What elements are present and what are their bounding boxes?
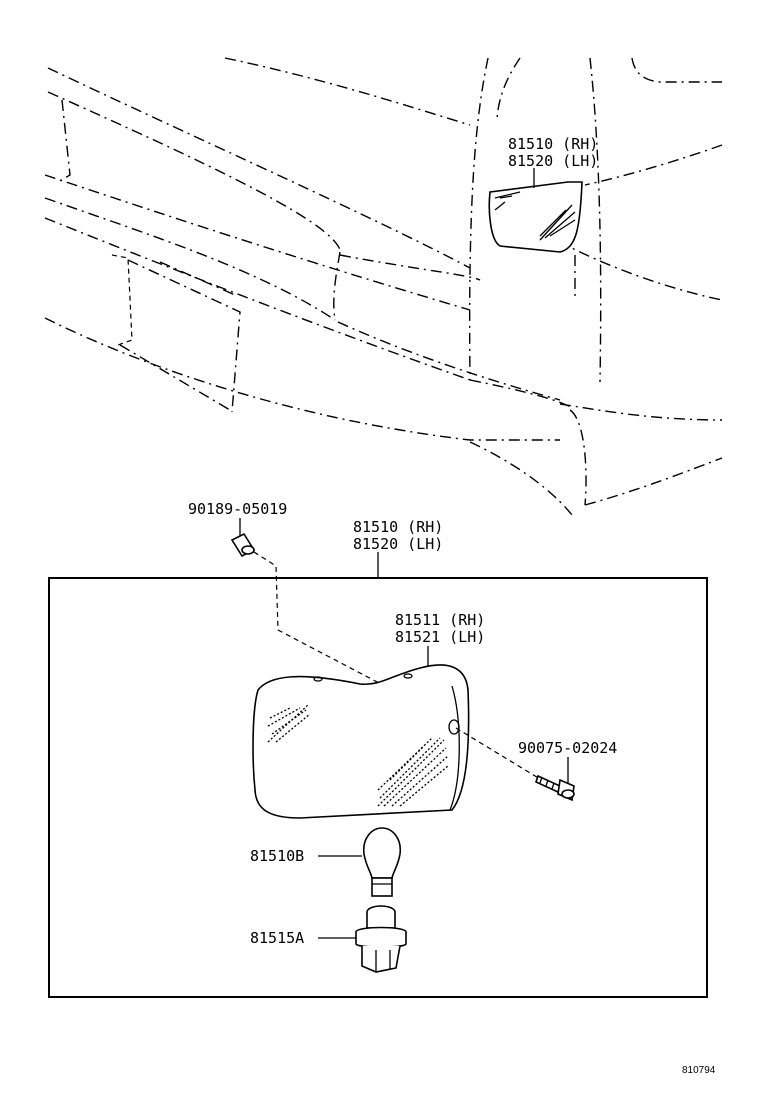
screw-part: [535, 774, 575, 802]
upper-lamp-rh-label: 81510 (RH): [508, 135, 598, 153]
assembly-lh-label: 81520 (LH): [353, 535, 443, 553]
socket-part: [355, 905, 407, 973]
diagram-code: 810794: [682, 1065, 716, 1076]
clip-part-label: 90189-05019: [188, 500, 287, 518]
lens-rh-label: 81511 (RH): [395, 611, 485, 629]
vehicle-body-outline: [44, 57, 723, 516]
bulb-part: [362, 827, 402, 897]
socket-part-label: 81515A: [250, 929, 304, 947]
screw-part-label: 90075-02024: [518, 739, 617, 757]
upper-lamp-lh-label: 81520 (LH): [508, 152, 598, 170]
lens-lh-label: 81521 (LH): [395, 628, 485, 646]
installed-side-lamp: [488, 168, 583, 253]
assembly-rh-label: 81510 (RH): [353, 518, 443, 536]
assembly-frame: [48, 577, 708, 998]
clip-part: [230, 532, 256, 558]
side-lamp-lens: [252, 664, 470, 819]
bulb-part-label: 81510B: [250, 847, 304, 865]
